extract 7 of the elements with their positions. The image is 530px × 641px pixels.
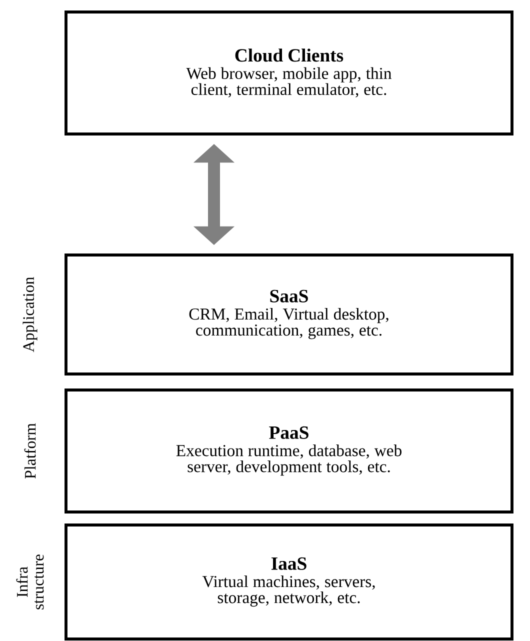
side-label: Application [22, 276, 38, 352]
layer-box: IaaS Virtual machines, servers, storage, network, etc. [64, 524, 514, 640]
side-label: Platform [24, 423, 36, 479]
layer-box: PaaS Execution runtime, database, web server, development tools, etc. [64, 388, 514, 514]
layer-box: Cloud Clients Web browser, mobile app, thin client, terminal emulator, etc. [64, 10, 514, 136]
side-label: Infra structure [16, 554, 44, 610]
layer-box: SaaS CRM, Email, Virtual desktop, communication, games, etc. [64, 254, 514, 376]
